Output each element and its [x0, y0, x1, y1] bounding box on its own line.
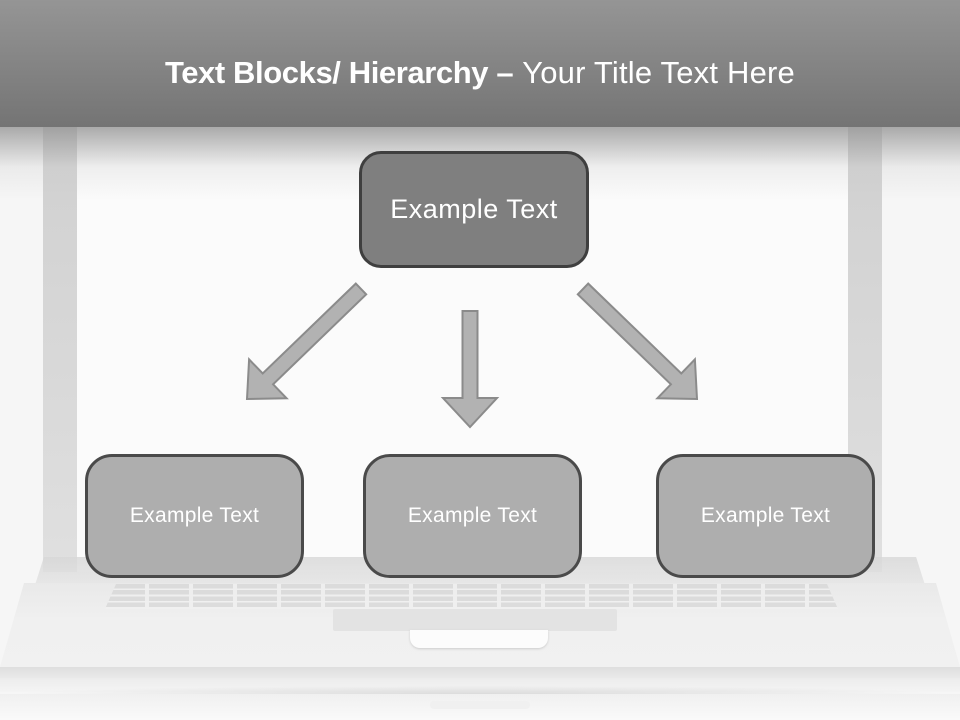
hierarchy-child-box-2: Example Text: [363, 454, 582, 578]
laptop-deck: [0, 583, 960, 667]
laptop-base-fade: [0, 678, 960, 692]
laptop-bezel-left: [43, 127, 77, 572]
laptop-keyboard: [105, 584, 838, 609]
slide-header: Text Blocks/ Hierarchy –Your Title Text …: [0, 0, 960, 127]
laptop-shadow: [20, 686, 940, 702]
hierarchy-child-label-1: Example Text: [129, 504, 260, 527]
hierarchy-root-label: Example Text: [390, 194, 558, 224]
hierarchy-child-box-3: Example Text: [656, 454, 875, 578]
laptop-base-edge: [0, 667, 960, 678]
hierarchy-child-box-1: Example Text: [85, 454, 304, 578]
slide-title-main: Text Blocks/ Hierarchy –: [164, 54, 514, 90]
laptop-reflection: [0, 694, 960, 720]
arrow-down-right-icon: [576, 282, 699, 401]
laptop-lid-notch: [410, 630, 548, 648]
arrow-down-icon: [440, 310, 500, 429]
hierarchy-child-label-2: Example Text: [407, 504, 538, 527]
slide-title-sub: Your Title Text Here: [522, 54, 796, 90]
slide-title: Text Blocks/ Hierarchy –Your Title Text …: [165, 37, 795, 91]
hierarchy-root-box: Example Text: [359, 151, 589, 268]
laptop-notch-reflection: [430, 701, 530, 709]
arrow-down-left-icon: [245, 282, 368, 401]
laptop-trackpad: [333, 609, 617, 631]
hierarchy-child-label-3: Example Text: [700, 504, 831, 527]
